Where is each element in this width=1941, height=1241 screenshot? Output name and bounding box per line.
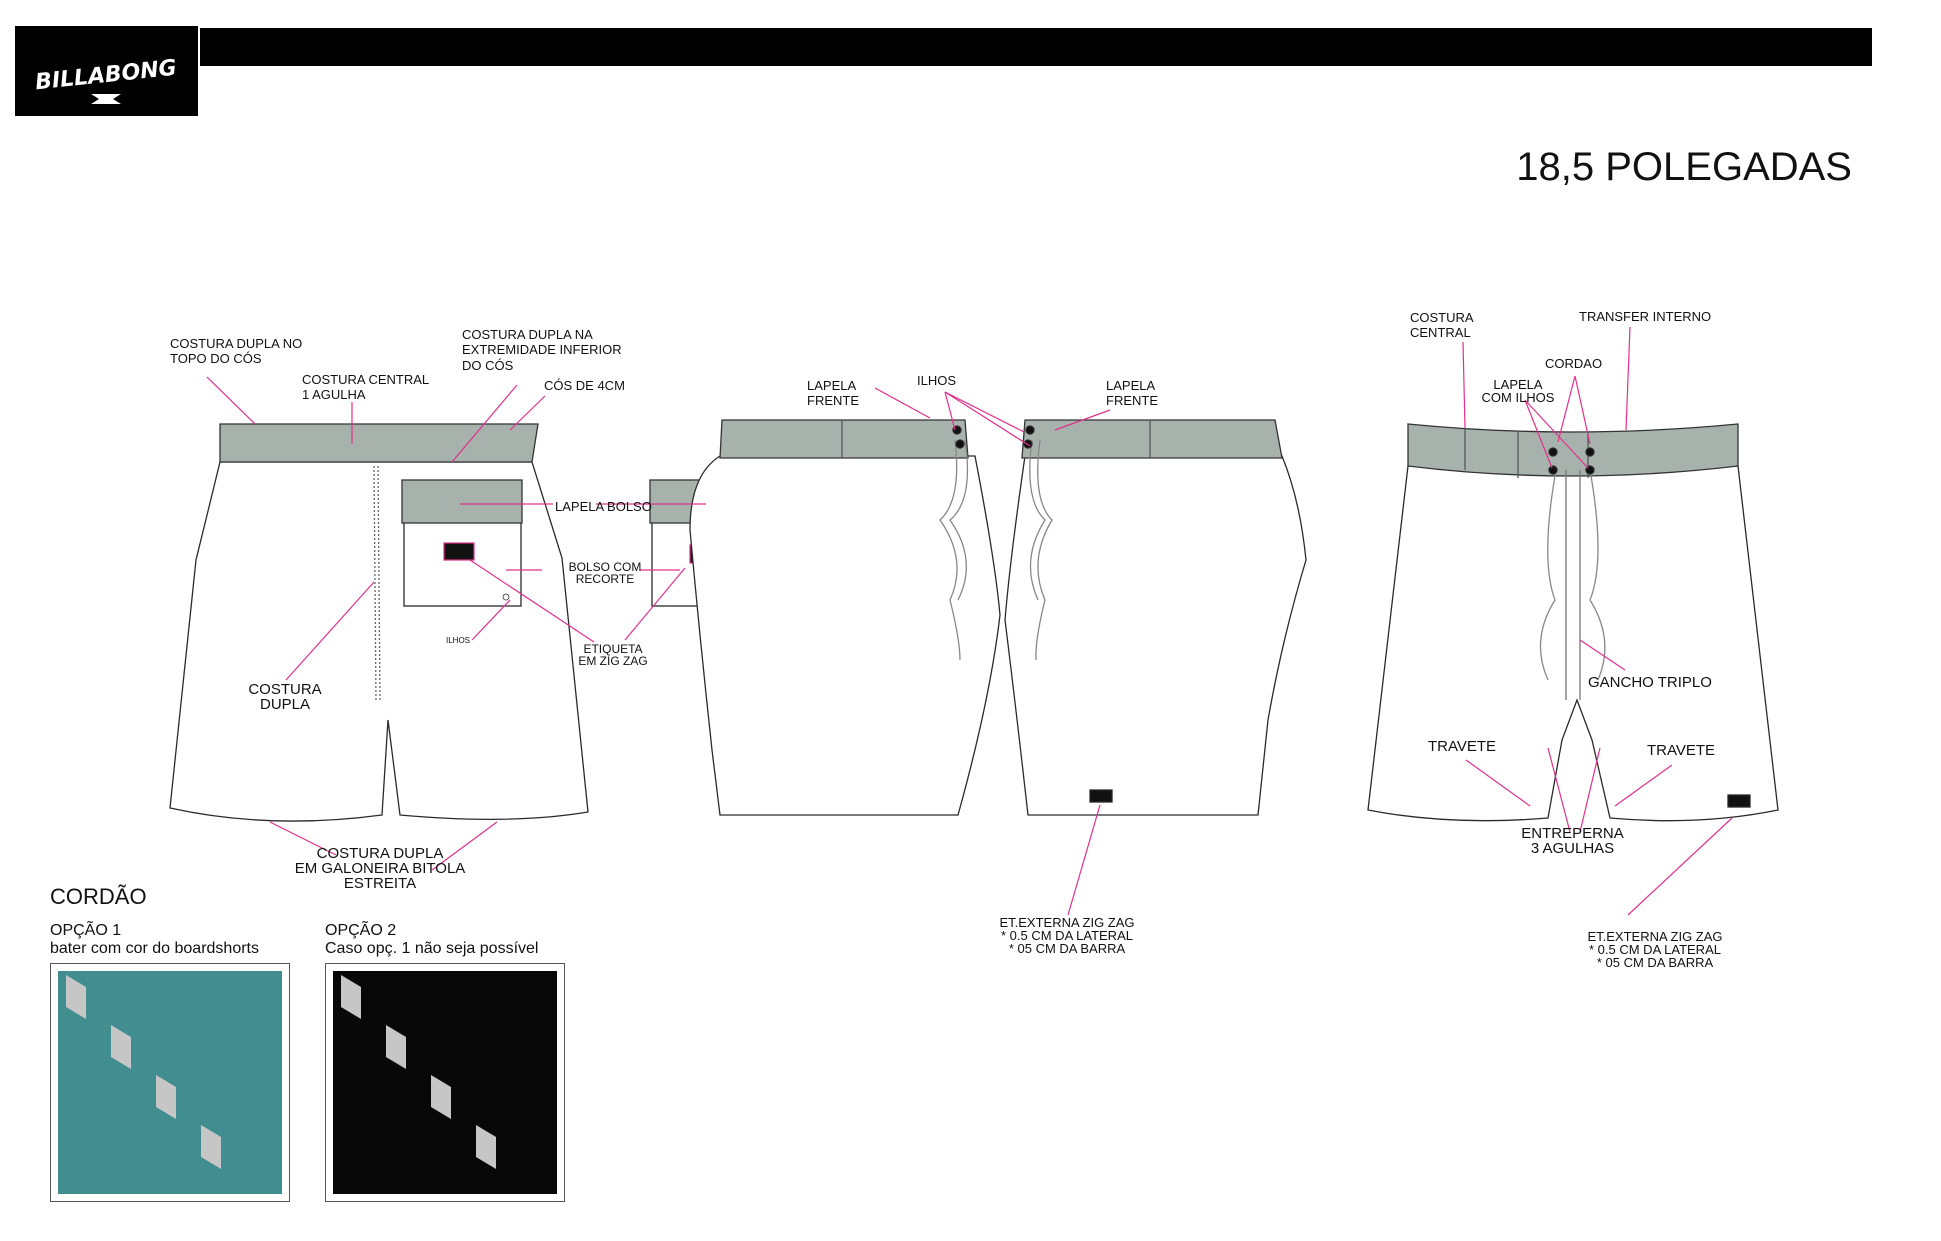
swatch-option-2 [325,963,565,1202]
label-costura-dupla-extremidade: COSTURA DUPLA NA EXTREMIDADE INFERIOR DO… [462,327,622,373]
option-2-subtitle: Caso opç. 1 não seja possível [325,940,539,957]
swatch-option-1 [50,963,290,1202]
callout-lines [206,326,1733,916]
side-view-left [689,419,1001,816]
label-cos-4cm: CÓS DE 4CM [544,378,625,393]
swatch-tile [386,1025,406,1069]
option-1-subtitle: bater com cor do boardshorts [50,940,259,957]
label-et-externa-center: ET.EXTERNA ZIG ZAG * 0.5 CM DA LATERAL *… [999,915,1135,956]
swatch-tile [341,975,361,1019]
swatch-tile [476,1125,496,1169]
label-cordao: CORDAO [1545,356,1603,371]
label-ilhos-small: ILHOS [446,636,471,645]
label-costura-dupla-topo: COSTURA DUPLA NO TOPO DO CÓS [170,336,303,367]
label-entreperna: ENTREPERNA 3 AGULHAS [1521,825,1624,857]
label-ilhos-center: ILHOS [917,373,957,388]
swatch-tile [111,1025,131,1069]
option-2-title: OPÇÃO 2 [325,922,397,939]
front-view-shorts [1367,423,1779,822]
label-lapela-bolso: LAPELA BOLSO [555,499,652,514]
label-costura-dupla-galoneira: COSTURA DUPLA EM GALONEIRA BITOLA ESTREI… [294,845,466,892]
option-1-title: OPÇÃO 1 [50,922,122,939]
billabong-logo-icon: BILLABONG [34,56,178,104]
brand-logo-box: BILLABONG [15,26,198,116]
cordao-section-title: CORDÃO [50,884,147,909]
label-et-externa-right: ET.EXTERNA ZIG ZAG * 0.5 CM DA LATERAL *… [1587,929,1723,970]
label-etiqueta-zig-zag: ETIQUETA EM ZIG ZAG [578,642,648,668]
label-costura-central: COSTURA CENTRAL [1410,310,1474,341]
label-travete-left: TRAVETE [1428,738,1497,755]
swatch-tile [431,1075,451,1119]
side-view-right [1004,419,1307,816]
label-lapela-com-ilhos: LAPELA COM ILHOS [1481,377,1555,405]
back-view-shorts [169,423,589,822]
label-transfer-interno: TRANSFER INTERNO [1579,309,1712,324]
label-costura-central-1-agulha: COSTURA CENTRAL 1 AGULHA [302,372,430,403]
swatch-tile [201,1125,221,1169]
logo-mark-icon [91,94,121,104]
swatch-teal-fill [58,971,282,1194]
swatch-tile [156,1075,176,1119]
swatch-black-fill [333,971,557,1194]
swatch-tile [66,975,86,1019]
label-travete-right: TRAVETE [1647,742,1716,759]
label-bolso-recorte: BOLSO COM RECORTE [568,560,642,586]
label-costura-dupla: COSTURA DUPLA [248,681,322,713]
header-bar [200,28,1872,66]
label-lapela-frente-left: LAPELA FRENTE [807,378,859,409]
label-gancho-triplo: GANCHO TRIPLO [1588,674,1712,691]
label-lapela-frente-right: LAPELA FRENTE [1106,378,1158,409]
page-title: 18,5 POLEGADAS [1516,145,1852,189]
